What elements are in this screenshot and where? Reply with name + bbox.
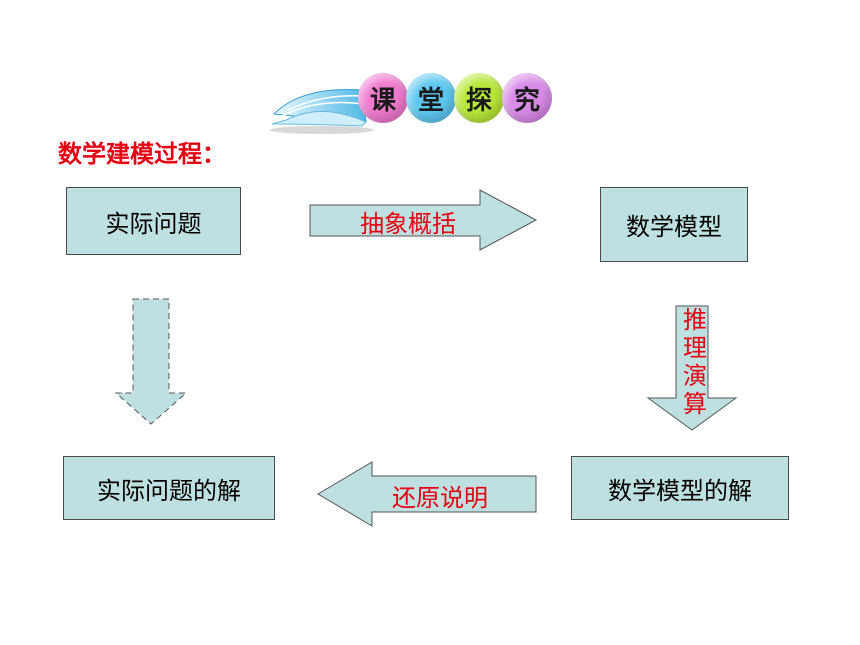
lesson-badge	[262, 66, 562, 138]
node-real-solution: 实际问题的解	[63, 456, 275, 520]
edge-label-restore: 还原说明	[392, 483, 488, 512]
open-book-icon	[270, 89, 374, 134]
badge-char-1: 课	[358, 73, 408, 123]
badge-char-2: 堂	[406, 73, 456, 123]
badge-char-4: 究	[502, 73, 552, 123]
page-subtitle: 数学建模过程：	[58, 140, 226, 168]
arrow-restore	[317, 461, 537, 527]
edge-label-abstract: 抽象概括	[360, 209, 456, 238]
badge-char-3: 探	[454, 73, 504, 123]
node-math-model: 数学模型	[600, 187, 748, 262]
node-real-problem: 实际问题	[66, 187, 241, 255]
arrow-abstract	[309, 189, 538, 251]
arrow-reasoning	[646, 305, 738, 431]
edge-label-reasoning: 推理演算	[683, 306, 707, 418]
arrow-dashed-down	[114, 298, 188, 425]
node-model-solution: 数学模型的解	[571, 456, 789, 520]
